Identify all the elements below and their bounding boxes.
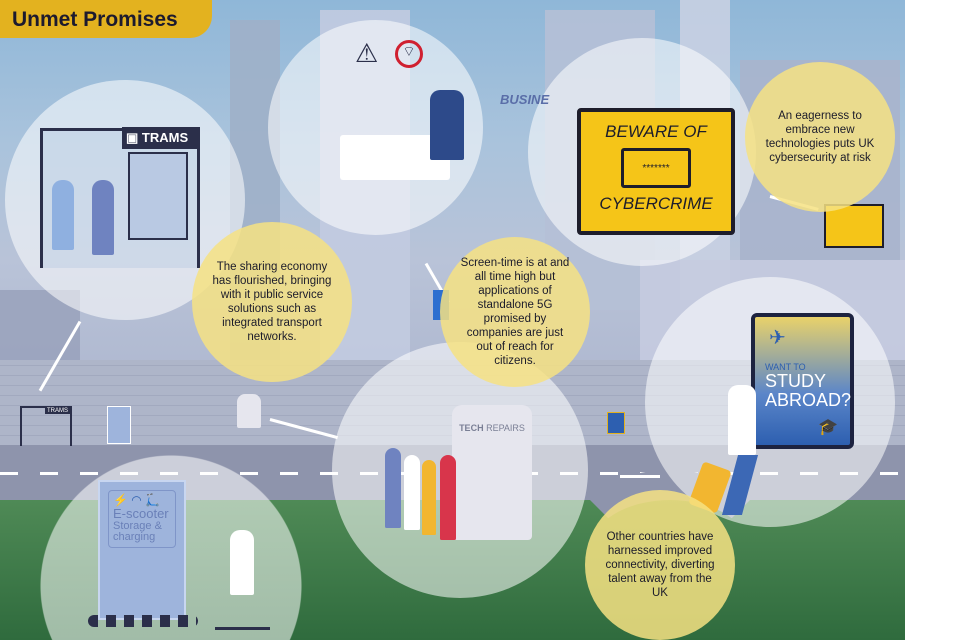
trams-sign-label: TRAMS xyxy=(141,130,189,145)
callout-talent: Other countries have harnessed improved … xyxy=(585,490,735,640)
cybercrime-sign-line2: CYBERCRIME xyxy=(599,194,713,213)
graduation-cap-icon: 🎓 xyxy=(818,419,838,436)
cybercrime-sign-line1: BEWARE OF xyxy=(605,122,707,141)
callout-talent-text: Other countries have harnessed improved … xyxy=(605,531,715,599)
small-trams-sign: TRAMS xyxy=(45,408,70,414)
charging-icons: ⚡ ◠ 🛴 xyxy=(113,493,161,507)
password-field: ******* xyxy=(642,163,670,174)
customer xyxy=(404,455,420,530)
escooter xyxy=(215,620,270,630)
illustration-scene: ▣ TRAMS TRAMS ⚠ ⌔ BUSINE BEWARE OF *****… xyxy=(0,0,905,640)
laptop-icon: ******* xyxy=(621,148,691,188)
tram-map xyxy=(128,152,188,240)
diner xyxy=(430,90,464,160)
callout-sharing-economy: The sharing economy has flourished, brin… xyxy=(192,222,352,382)
escooter-rider xyxy=(230,530,254,595)
repairs-label: REPAIRS xyxy=(486,423,525,433)
customer xyxy=(440,455,456,540)
warning-icon: ⚠ xyxy=(355,38,379,68)
escooter-sign-line3: charging xyxy=(113,531,156,543)
parked-escooters xyxy=(88,615,198,627)
page-title: Unmet Promises xyxy=(0,0,212,38)
arrow xyxy=(620,475,660,478)
airplane-icon: ✈ xyxy=(769,327,786,349)
trams-sign: ▣ TRAMS xyxy=(122,127,200,149)
small-tram-shelter: TRAMS xyxy=(20,406,72,446)
no-wifi-icon: ⌔ xyxy=(395,40,423,68)
customer xyxy=(422,460,436,535)
callout-sharing-text: The sharing economy has flourished, brin… xyxy=(212,261,332,343)
tram-icon: ▣ xyxy=(126,130,139,145)
escooter-sign-line2: Storage & xyxy=(113,520,162,532)
tech-repairs-kiosk: TECH REPAIRS xyxy=(452,405,532,540)
poster-line3: ABROAD? xyxy=(765,390,852,410)
small-kiosk xyxy=(237,394,261,428)
tech-label: TECH xyxy=(459,423,484,433)
study-abroad-poster: WANT TO STUDY ABROAD? ✈ 🎓 xyxy=(751,313,854,449)
callout-screen-time-text: Screen-time is at and all time high but … xyxy=(460,257,570,367)
customer xyxy=(385,448,401,528)
escooter-station: ⚡ ◠ 🛴 E-scooter Storage & charging xyxy=(98,480,186,620)
poster-line1: WANT TO xyxy=(765,362,806,372)
passenger xyxy=(92,180,114,255)
small-escooter-station xyxy=(107,406,131,444)
traveller xyxy=(728,385,756,455)
passenger xyxy=(52,180,74,250)
cybercrime-sign: BEWARE OF ******* CYBERCRIME xyxy=(577,108,735,235)
callout-cyber-text: An eagerness to embrace new technologies… xyxy=(765,110,875,164)
callout-screen-time: Screen-time is at and all time high but … xyxy=(440,237,590,387)
escooter-sign-line1: E-scooter xyxy=(113,506,169,521)
small-cyber-sign xyxy=(824,204,884,248)
business-sign: BUSINE xyxy=(500,92,550,107)
small-poster xyxy=(607,412,625,434)
callout-cybersecurity: An eagerness to embrace new technologies… xyxy=(745,62,895,212)
poster-line2: STUDY xyxy=(765,371,827,391)
